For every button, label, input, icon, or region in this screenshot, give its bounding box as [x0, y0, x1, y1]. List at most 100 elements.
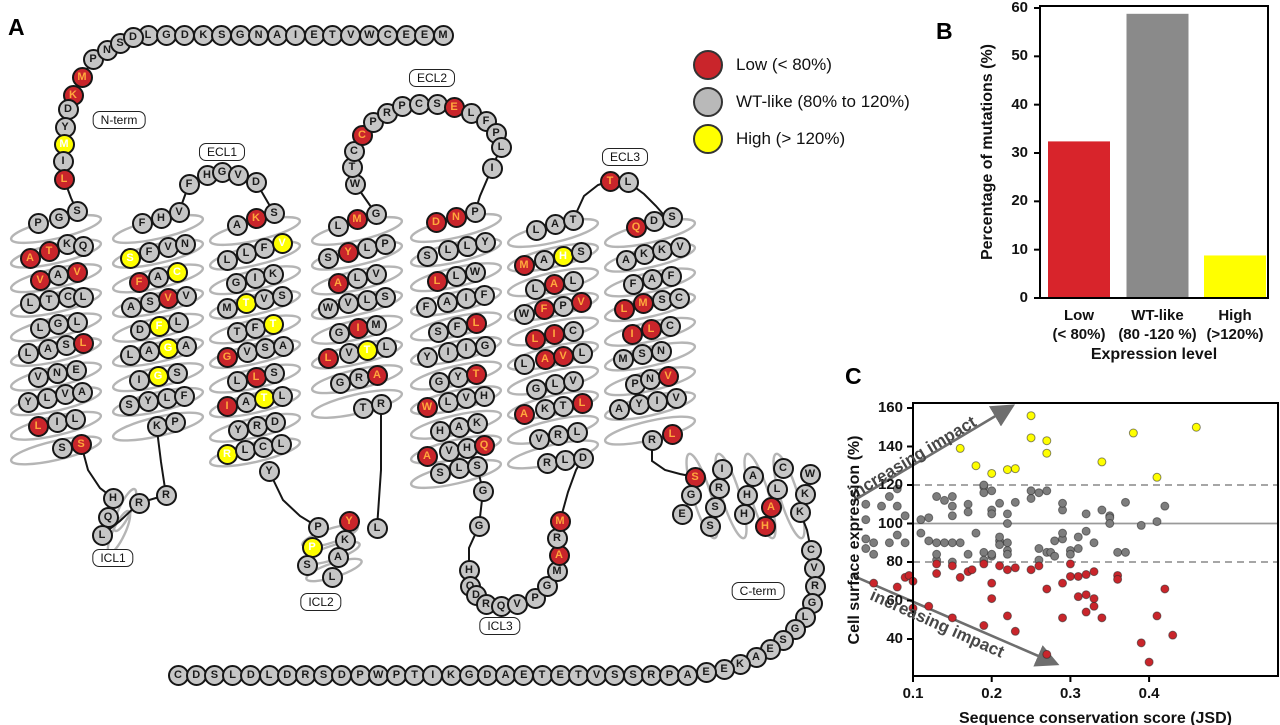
residue-circle: W — [464, 261, 486, 283]
data-point — [869, 549, 879, 559]
residue-circle: S — [317, 247, 339, 269]
residue-circle: M — [71, 66, 93, 88]
x-tick-label: 0.3 — [1059, 685, 1081, 702]
residue-circle: R — [155, 484, 177, 506]
residue-circle: C — [668, 287, 690, 309]
data-point — [1120, 497, 1130, 507]
backbone-connector — [376, 407, 382, 529]
residue-circle: E — [65, 359, 87, 381]
y-tick-label: 40 — [886, 630, 903, 647]
residue-circle: D — [476, 664, 498, 686]
data-point — [924, 513, 934, 523]
data-point — [995, 561, 1005, 571]
residue-circle: L — [17, 342, 39, 364]
residue-circle: V — [365, 263, 387, 285]
residue-circle: G — [468, 515, 490, 537]
residue-circle: S — [699, 515, 721, 537]
residue-circle: W — [799, 463, 821, 485]
data-point — [1152, 517, 1162, 527]
data-point — [1113, 574, 1123, 584]
data-point — [1097, 505, 1107, 515]
bar-chart-canvas — [1034, 5, 1269, 299]
data-point — [932, 569, 942, 579]
residue-circle: A — [543, 273, 565, 295]
residue-circle: D — [245, 171, 267, 193]
data-point — [1010, 563, 1020, 573]
data-point — [1073, 532, 1083, 542]
helix-spiral — [506, 340, 600, 372]
residue-circle: T — [562, 209, 584, 231]
residue-circle: P — [307, 516, 329, 538]
data-point — [963, 507, 973, 517]
data-point — [916, 528, 926, 538]
data-point — [1042, 584, 1052, 594]
y-tick-label: 20 — [1011, 192, 1028, 210]
region-label-nterm: N-term — [92, 111, 146, 129]
residue-circle: V — [665, 387, 687, 409]
impact-arrow-up — [851, 404, 1016, 503]
data-point — [1050, 551, 1060, 561]
residue-circle: L — [346, 267, 368, 289]
scatter-canvas — [851, 402, 1279, 682]
data-point — [900, 511, 910, 521]
data-point — [1081, 509, 1091, 519]
data-point — [979, 559, 989, 569]
residue-circle: S — [66, 200, 88, 222]
data-point — [1105, 519, 1115, 528]
residue-circle: S — [55, 334, 77, 356]
data-point — [947, 492, 957, 502]
data-point — [939, 538, 949, 548]
x-tick-label: 0.2 — [981, 685, 1003, 702]
residue-circle: V — [66, 261, 88, 283]
data-point — [1002, 509, 1012, 519]
region-label-ecl1: ECL1 — [198, 143, 246, 161]
residue-circle: S — [263, 202, 285, 224]
data-point — [1058, 528, 1068, 538]
data-point — [1002, 565, 1012, 575]
legend-item-high: High (> 120%) — [693, 124, 910, 154]
data-point — [979, 488, 989, 498]
residue-circle: V — [570, 291, 592, 313]
residue-circle: L — [661, 423, 683, 445]
residue-circle: V — [657, 365, 679, 387]
x-tick-label: WT-like (80 -120 %) — [1118, 307, 1197, 343]
data-point — [1168, 630, 1178, 640]
residue-circle: A — [366, 364, 388, 386]
residue-circle: S — [166, 362, 188, 384]
residue-circle: C — [166, 261, 188, 283]
panel-b-label: B — [936, 18, 953, 44]
data-point — [1081, 570, 1091, 580]
residue-circle: L — [72, 286, 94, 308]
data-point — [1081, 526, 1091, 536]
data-point — [987, 509, 997, 519]
residue-circle: W — [513, 303, 535, 325]
data-point — [1089, 601, 1099, 611]
y-tick-label: 10 — [1011, 240, 1028, 258]
residue-circle: R — [804, 575, 826, 597]
residue-circle: L — [72, 332, 94, 354]
residue-circle: F — [138, 241, 160, 263]
residue-circle: Y — [416, 346, 438, 368]
residue-circle: M — [365, 314, 387, 336]
data-point — [932, 559, 942, 569]
data-point — [1002, 465, 1012, 475]
residue-circle: A — [416, 445, 438, 467]
helix-spiral — [506, 390, 600, 421]
legend-item-wtlike: WT-like (80% to 120%) — [693, 87, 910, 117]
low-color-dot — [693, 50, 723, 80]
data-point — [1050, 536, 1060, 546]
helix-spiral — [506, 242, 600, 273]
data-point — [1073, 571, 1083, 581]
data-point — [1058, 613, 1068, 623]
data-point — [861, 499, 871, 509]
data-point — [1160, 501, 1170, 511]
data-point — [947, 538, 957, 548]
residue-circle: A — [19, 247, 41, 269]
data-point — [947, 561, 957, 571]
residue-circle: W — [416, 396, 438, 418]
residue-circle: E — [671, 503, 693, 525]
residue-circle: A — [71, 381, 93, 403]
residue-circle: A — [138, 340, 160, 362]
residue-circle: I — [128, 369, 150, 391]
data-point — [1034, 544, 1044, 554]
